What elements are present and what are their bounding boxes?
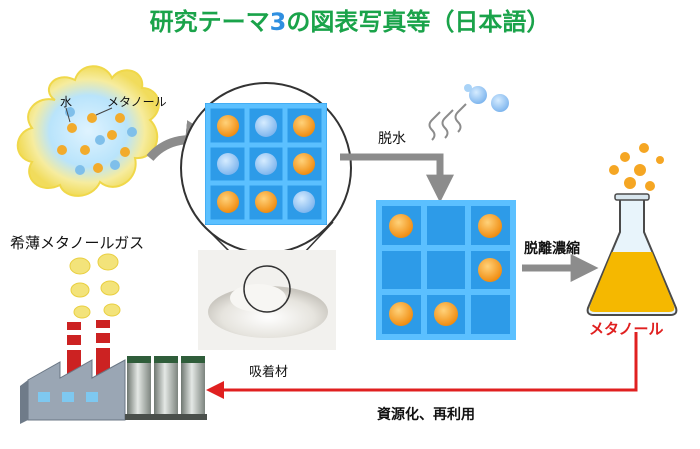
page-title: 研究テーマ3の図表写真等（日本語） xyxy=(150,8,551,36)
methanol-leader-line xyxy=(95,107,113,116)
dehydration-label: 脱水 xyxy=(378,131,406,147)
water-vapor-icon xyxy=(428,84,509,141)
adsorbent-powder-icon xyxy=(198,250,336,350)
water-label: 水 xyxy=(60,95,73,109)
reuse-label: 資源化、再利用 xyxy=(377,407,475,423)
factory-icon xyxy=(20,320,126,424)
molecular-sieve-icon xyxy=(205,103,327,225)
reuse-arrow-line xyxy=(220,332,638,392)
title-part-1: 研究テーマ xyxy=(150,8,270,36)
title-part-2: 3 xyxy=(270,8,287,36)
methanol-product-label: メタノール xyxy=(589,320,664,338)
concentration-label: 脱離濃縮 xyxy=(524,241,580,257)
flask-icon xyxy=(586,143,678,316)
title-part-3: の図表写真等（日本語） xyxy=(286,8,550,36)
dehydrated-sieve-icon xyxy=(376,200,516,340)
reuse-arrow-head xyxy=(206,381,224,399)
gas-cloud-icon xyxy=(16,65,160,197)
storage-tanks-icon xyxy=(125,356,207,420)
gas-molecules xyxy=(57,107,137,175)
arrow-to-dehydration xyxy=(340,153,454,203)
water-leader-line xyxy=(65,107,71,123)
methanol-molecule-label: メタノール xyxy=(107,95,167,109)
smoke-puffs xyxy=(69,253,121,319)
dilute-gas-label: 希薄メタノールガス xyxy=(10,234,145,252)
adsorbent-label: 吸着材 xyxy=(249,365,289,380)
